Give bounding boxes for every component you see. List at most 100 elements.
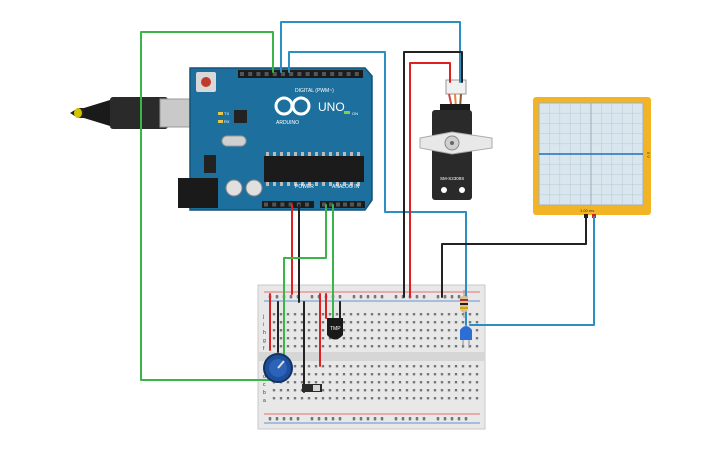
bb-hole[interactable] [356,313,360,316]
bb-hole[interactable] [398,329,402,332]
bb-hole[interactable] [468,365,472,368]
power-header[interactable] [262,201,314,208]
bb-hole[interactable] [377,381,381,384]
bb-hole[interactable] [475,397,479,400]
bb-hole[interactable] [286,381,290,384]
bb-hole[interactable] [426,337,430,340]
bb-hole[interactable] [363,365,367,368]
bb-hole[interactable] [405,397,409,400]
bb-hole[interactable] [475,321,479,324]
header-pin[interactable] [288,202,293,207]
bb-hole[interactable] [356,337,360,340]
wire-red-servo[interactable] [409,62,451,298]
bb-hole[interactable] [384,321,388,324]
bb-hole[interactable] [321,329,325,332]
bb-hole[interactable] [359,418,363,421]
bb-hole[interactable] [380,296,384,299]
bb-hole[interactable] [286,397,290,400]
bb-hole[interactable] [349,397,353,400]
bb-hole[interactable] [475,337,479,340]
bb-hole[interactable] [426,373,430,376]
bb-hole[interactable] [356,373,360,376]
bb-hole[interactable] [419,313,423,316]
breadboard[interactable]: j i h g f e d c b a [257,284,486,430]
bb-hole[interactable] [454,337,458,340]
bb-hole[interactable] [384,397,388,400]
bb-hole[interactable] [433,381,437,384]
bb-hole[interactable] [335,373,339,376]
bb-hole[interactable] [356,381,360,384]
bb-hole[interactable] [349,373,353,376]
usb-cable[interactable] [70,97,195,129]
bb-hole[interactable] [272,389,276,392]
bb-hole[interactable] [272,329,276,332]
header-pin[interactable] [322,72,326,76]
bb-hole[interactable] [384,365,388,368]
bb-hole[interactable] [342,373,346,376]
bb-hole[interactable] [349,345,353,348]
bb-hole[interactable] [398,313,402,316]
bb-hole[interactable] [440,321,444,324]
bb-hole[interactable] [447,321,451,324]
bb-hole[interactable] [338,296,342,299]
bb-hole[interactable] [440,397,444,400]
bb-hole[interactable] [412,345,416,348]
bb-hole[interactable] [314,365,318,368]
bb-hole[interactable] [275,418,279,421]
bb-hole[interactable] [454,313,458,316]
bb-hole[interactable] [272,337,276,340]
header-pin[interactable] [354,72,359,76]
bb-hole[interactable] [342,321,346,324]
led[interactable] [460,326,472,348]
bb-hole[interactable] [342,337,346,340]
header-pin[interactable] [346,72,351,76]
bb-hole[interactable] [279,345,283,348]
bb-hole[interactable] [370,389,374,392]
bb-hole[interactable] [310,296,314,299]
bb-hole[interactable] [443,296,447,299]
bb-hole[interactable] [363,337,367,340]
bb-hole[interactable] [384,389,388,392]
bb-hole[interactable] [314,345,318,348]
bb-hole[interactable] [293,389,297,392]
header-pin[interactable] [343,202,347,207]
header-pin[interactable] [336,202,340,207]
bb-hole[interactable] [335,389,339,392]
bb-hole[interactable] [321,337,325,340]
bb-hole[interactable] [349,321,353,324]
header-pin[interactable] [248,72,253,76]
bb-hole[interactable] [450,296,454,299]
bb-hole[interactable] [419,337,423,340]
bb-hole[interactable] [314,381,318,384]
bb-hole[interactable] [447,381,451,384]
bb-hole[interactable] [447,329,451,332]
wire-black-servo[interactable] [403,51,463,298]
bb-hole[interactable] [279,337,283,340]
bb-hole[interactable] [293,329,297,332]
bb-hole[interactable] [408,418,412,421]
bb-hole[interactable] [293,345,297,348]
bb-hole[interactable] [468,313,472,316]
bb-hole[interactable] [356,329,360,332]
bb-hole[interactable] [433,321,437,324]
bb-hole[interactable] [433,389,437,392]
header-pin[interactable] [264,72,269,76]
bb-hole[interactable] [363,313,367,316]
bb-hole[interactable] [419,345,423,348]
bb-hole[interactable] [405,373,409,376]
header-pin[interactable] [272,72,277,76]
bb-hole[interactable] [373,418,377,421]
potentiometer[interactable] [263,353,293,383]
bb-hole[interactable] [321,365,325,368]
header-pin[interactable] [329,202,333,207]
bb-hole[interactable] [349,337,353,340]
bb-hole[interactable] [293,381,297,384]
bb-hole[interactable] [377,345,381,348]
bb-hole[interactable] [349,381,353,384]
bb-hole[interactable] [461,313,465,316]
header-pin[interactable] [240,72,244,76]
analog-header[interactable] [320,201,365,208]
bb-hole[interactable] [384,345,388,348]
bb-hole[interactable] [300,365,304,368]
bb-hole[interactable] [457,296,461,299]
